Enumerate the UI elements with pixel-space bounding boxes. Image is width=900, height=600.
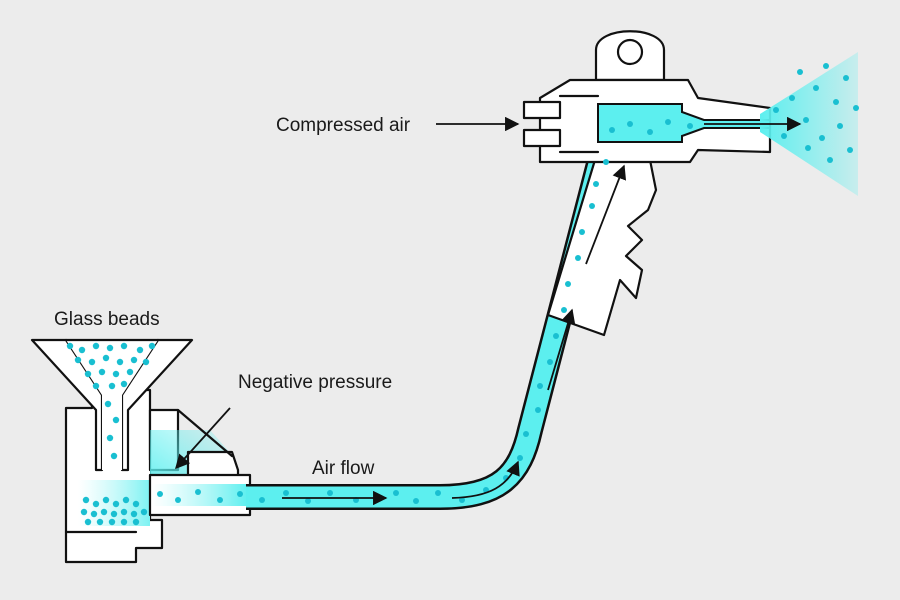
air-hose [246, 156, 613, 510]
hose-curve-arrow [451, 460, 520, 499]
label-air-flow: Air flow [312, 458, 375, 479]
spray-gun [522, 30, 772, 337]
label-glass-beads: Glass beads [54, 309, 160, 330]
hopper-body [30, 338, 252, 564]
flow-arrows [175, 116, 802, 506]
label-negative-pressure: Negative pressure [238, 372, 392, 393]
label-compressed-air: Compressed air [276, 115, 411, 136]
hose-up-arrow-upper [585, 164, 627, 265]
spray-cone [760, 52, 858, 196]
hose-up-arrow-lower [547, 308, 576, 391]
negative-pressure-arrow [175, 407, 231, 470]
